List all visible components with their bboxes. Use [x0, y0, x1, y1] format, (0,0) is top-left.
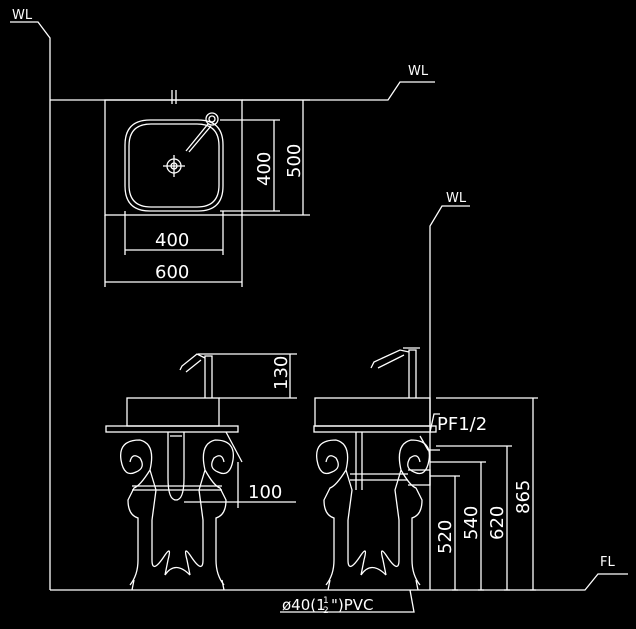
- wl-label-mid: WL: [446, 191, 467, 206]
- dim-height-620: 620: [487, 506, 508, 540]
- drain-pipe-label: ø40(1 1 2 ")PVC: [282, 596, 374, 616]
- stand-left-front: [119, 439, 171, 586]
- dim-height-865: 865: [513, 480, 534, 514]
- svg-text:")PVC: ")PVC: [331, 596, 374, 614]
- dim-height-520: 520: [435, 520, 456, 554]
- faucet-plan-icon: [185, 123, 212, 153]
- drain-pipe-side: [350, 432, 431, 490]
- plan-post: [171, 90, 177, 104]
- plan-dim-top-height: 500: [284, 144, 305, 178]
- floor-line: [50, 573, 628, 591]
- faucet-front: [179, 353, 213, 398]
- wl-label-left: WL: [12, 8, 33, 23]
- fl-label: FL: [600, 555, 615, 570]
- dim-height-540: 540: [461, 506, 482, 540]
- dim-faucet-height: 130: [271, 356, 292, 390]
- dim-drain-offset: 100: [248, 482, 282, 503]
- plan-dim-bowl-width: 400: [155, 230, 189, 251]
- basin-side: [314, 397, 431, 427]
- counter-front: [105, 425, 239, 433]
- faucet-side: [370, 349, 417, 398]
- svg-text:2: 2: [323, 606, 329, 616]
- plan-dim-top-width: 600: [155, 262, 189, 283]
- pf-label: PF1/2: [437, 414, 487, 435]
- svg-text:1: 1: [323, 596, 329, 606]
- svg-text:ø40(1: ø40(1: [282, 596, 326, 614]
- plan-dim-bowl-height: 400: [254, 152, 275, 186]
- wall-line-top: [50, 81, 435, 101]
- counter-side: [313, 425, 437, 433]
- wl-label-top: WL: [408, 64, 429, 79]
- stand-right-front: [184, 439, 235, 586]
- stand-left-side: [315, 439, 367, 586]
- stand-right-side: [380, 439, 431, 586]
- counter-top-plan: [104, 99, 243, 216]
- front-elevation: [105, 353, 297, 591]
- plan-view: [104, 90, 310, 287]
- bowl-inner: [128, 123, 220, 208]
- side-elevation: [280, 347, 538, 613]
- wl-left-leader: [10, 21, 51, 100]
- basin-front: [126, 397, 220, 427]
- bowl-outer: [124, 119, 224, 212]
